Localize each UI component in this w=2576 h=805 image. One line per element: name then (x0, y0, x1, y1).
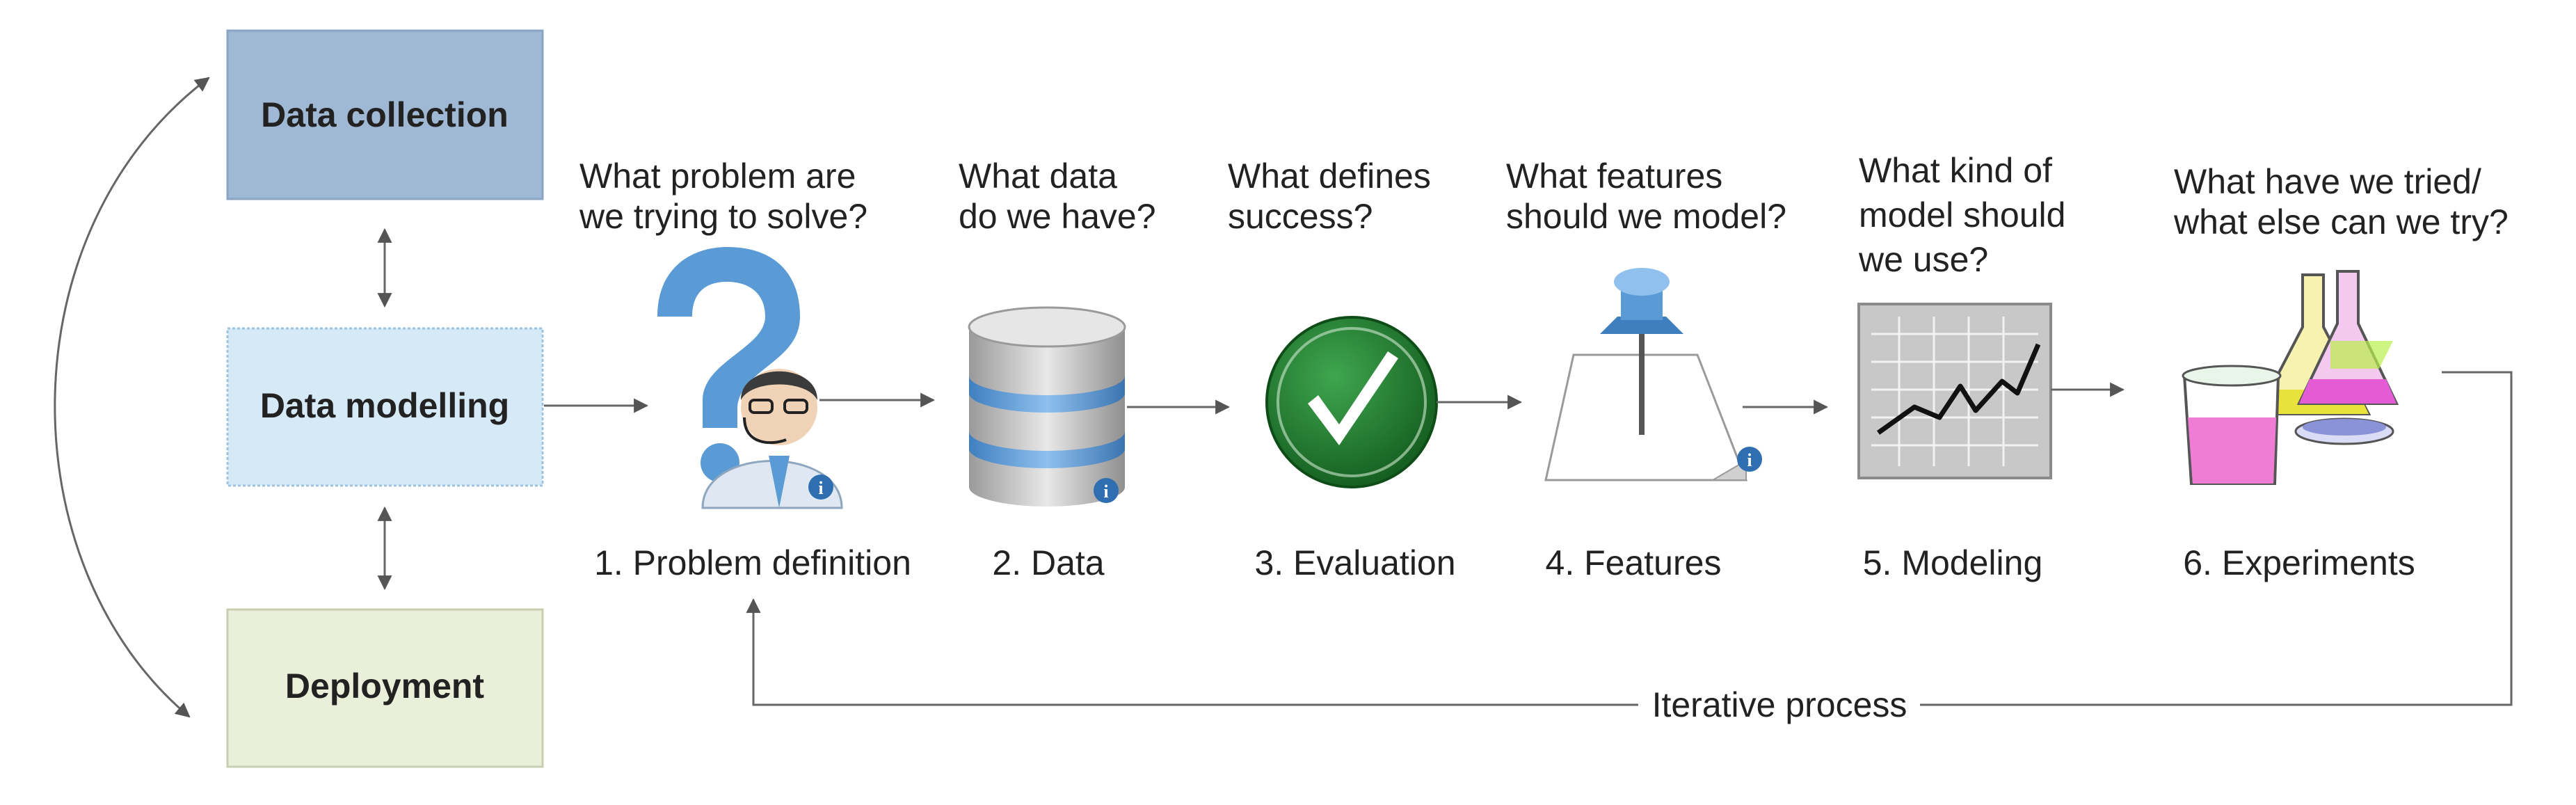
step-4-question-line: should we model? (1506, 197, 1786, 236)
step-5-label: 5. Modeling (1863, 543, 2043, 582)
step-1-question-line: we trying to solve? (579, 197, 867, 236)
step-2-question-line: do we have? (959, 197, 1156, 236)
data-collection-label: Data collection (261, 95, 509, 134)
pushpin-icon: i (1544, 268, 1762, 481)
step-1-question-line: What problem are (579, 157, 856, 196)
step-5-question: What kind of model should we use? (1858, 151, 2065, 279)
step-6-question-line: what else can we try? (2173, 202, 2509, 241)
svg-text:i: i (1747, 450, 1752, 470)
lab-flasks-icon (2182, 270, 2399, 485)
step-labels: 1. Problem definition 2. Data 3. Evaluatio… (594, 543, 2415, 582)
line-chart-icon (1857, 303, 2052, 479)
step-3-question-line: success? (1228, 197, 1373, 236)
question-person-icon: i (657, 247, 843, 509)
data-modelling-label: Data modelling (260, 386, 509, 425)
step-4-label: 4. Features (1546, 543, 1722, 582)
step-5-question-line: we use? (1858, 240, 1988, 279)
step-2-question-line: What data (959, 157, 1117, 196)
data-collection-box: Data collection (226, 29, 544, 200)
svg-text:i: i (1103, 481, 1108, 502)
svg-text:i: i (818, 478, 823, 498)
step-6-label: 6. Experiments (2183, 543, 2415, 582)
iterative-label-bg (1638, 682, 1920, 726)
step-4-question-line: What features (1506, 157, 1722, 196)
step-5-question-line: What kind of (1859, 151, 2052, 190)
checkmark-icon (1265, 316, 1438, 488)
step-1-label: 1. Problem definition (594, 543, 911, 582)
collection-deployment-arc (54, 77, 210, 718)
step-3-question-line: What defines (1228, 157, 1431, 196)
step-2-label: 2. Data (992, 543, 1104, 582)
step-5-question-line: model should (1859, 196, 2065, 234)
step-3-label: 3. Evaluation (1254, 543, 1455, 582)
iterative-loop-arrow (746, 371, 2513, 706)
deployment-label: Deployment (285, 667, 485, 706)
step-6-question: What have we tried/what else can we try? (2173, 162, 2509, 241)
data-modelling-box: Data modelling (226, 327, 544, 487)
step-6-question-line: What have we tried/ (2174, 162, 2481, 201)
database-icon: i (968, 306, 1126, 507)
iterative-process-label: Iterative process (1652, 685, 1907, 724)
deployment-box: Deployment (226, 608, 544, 768)
